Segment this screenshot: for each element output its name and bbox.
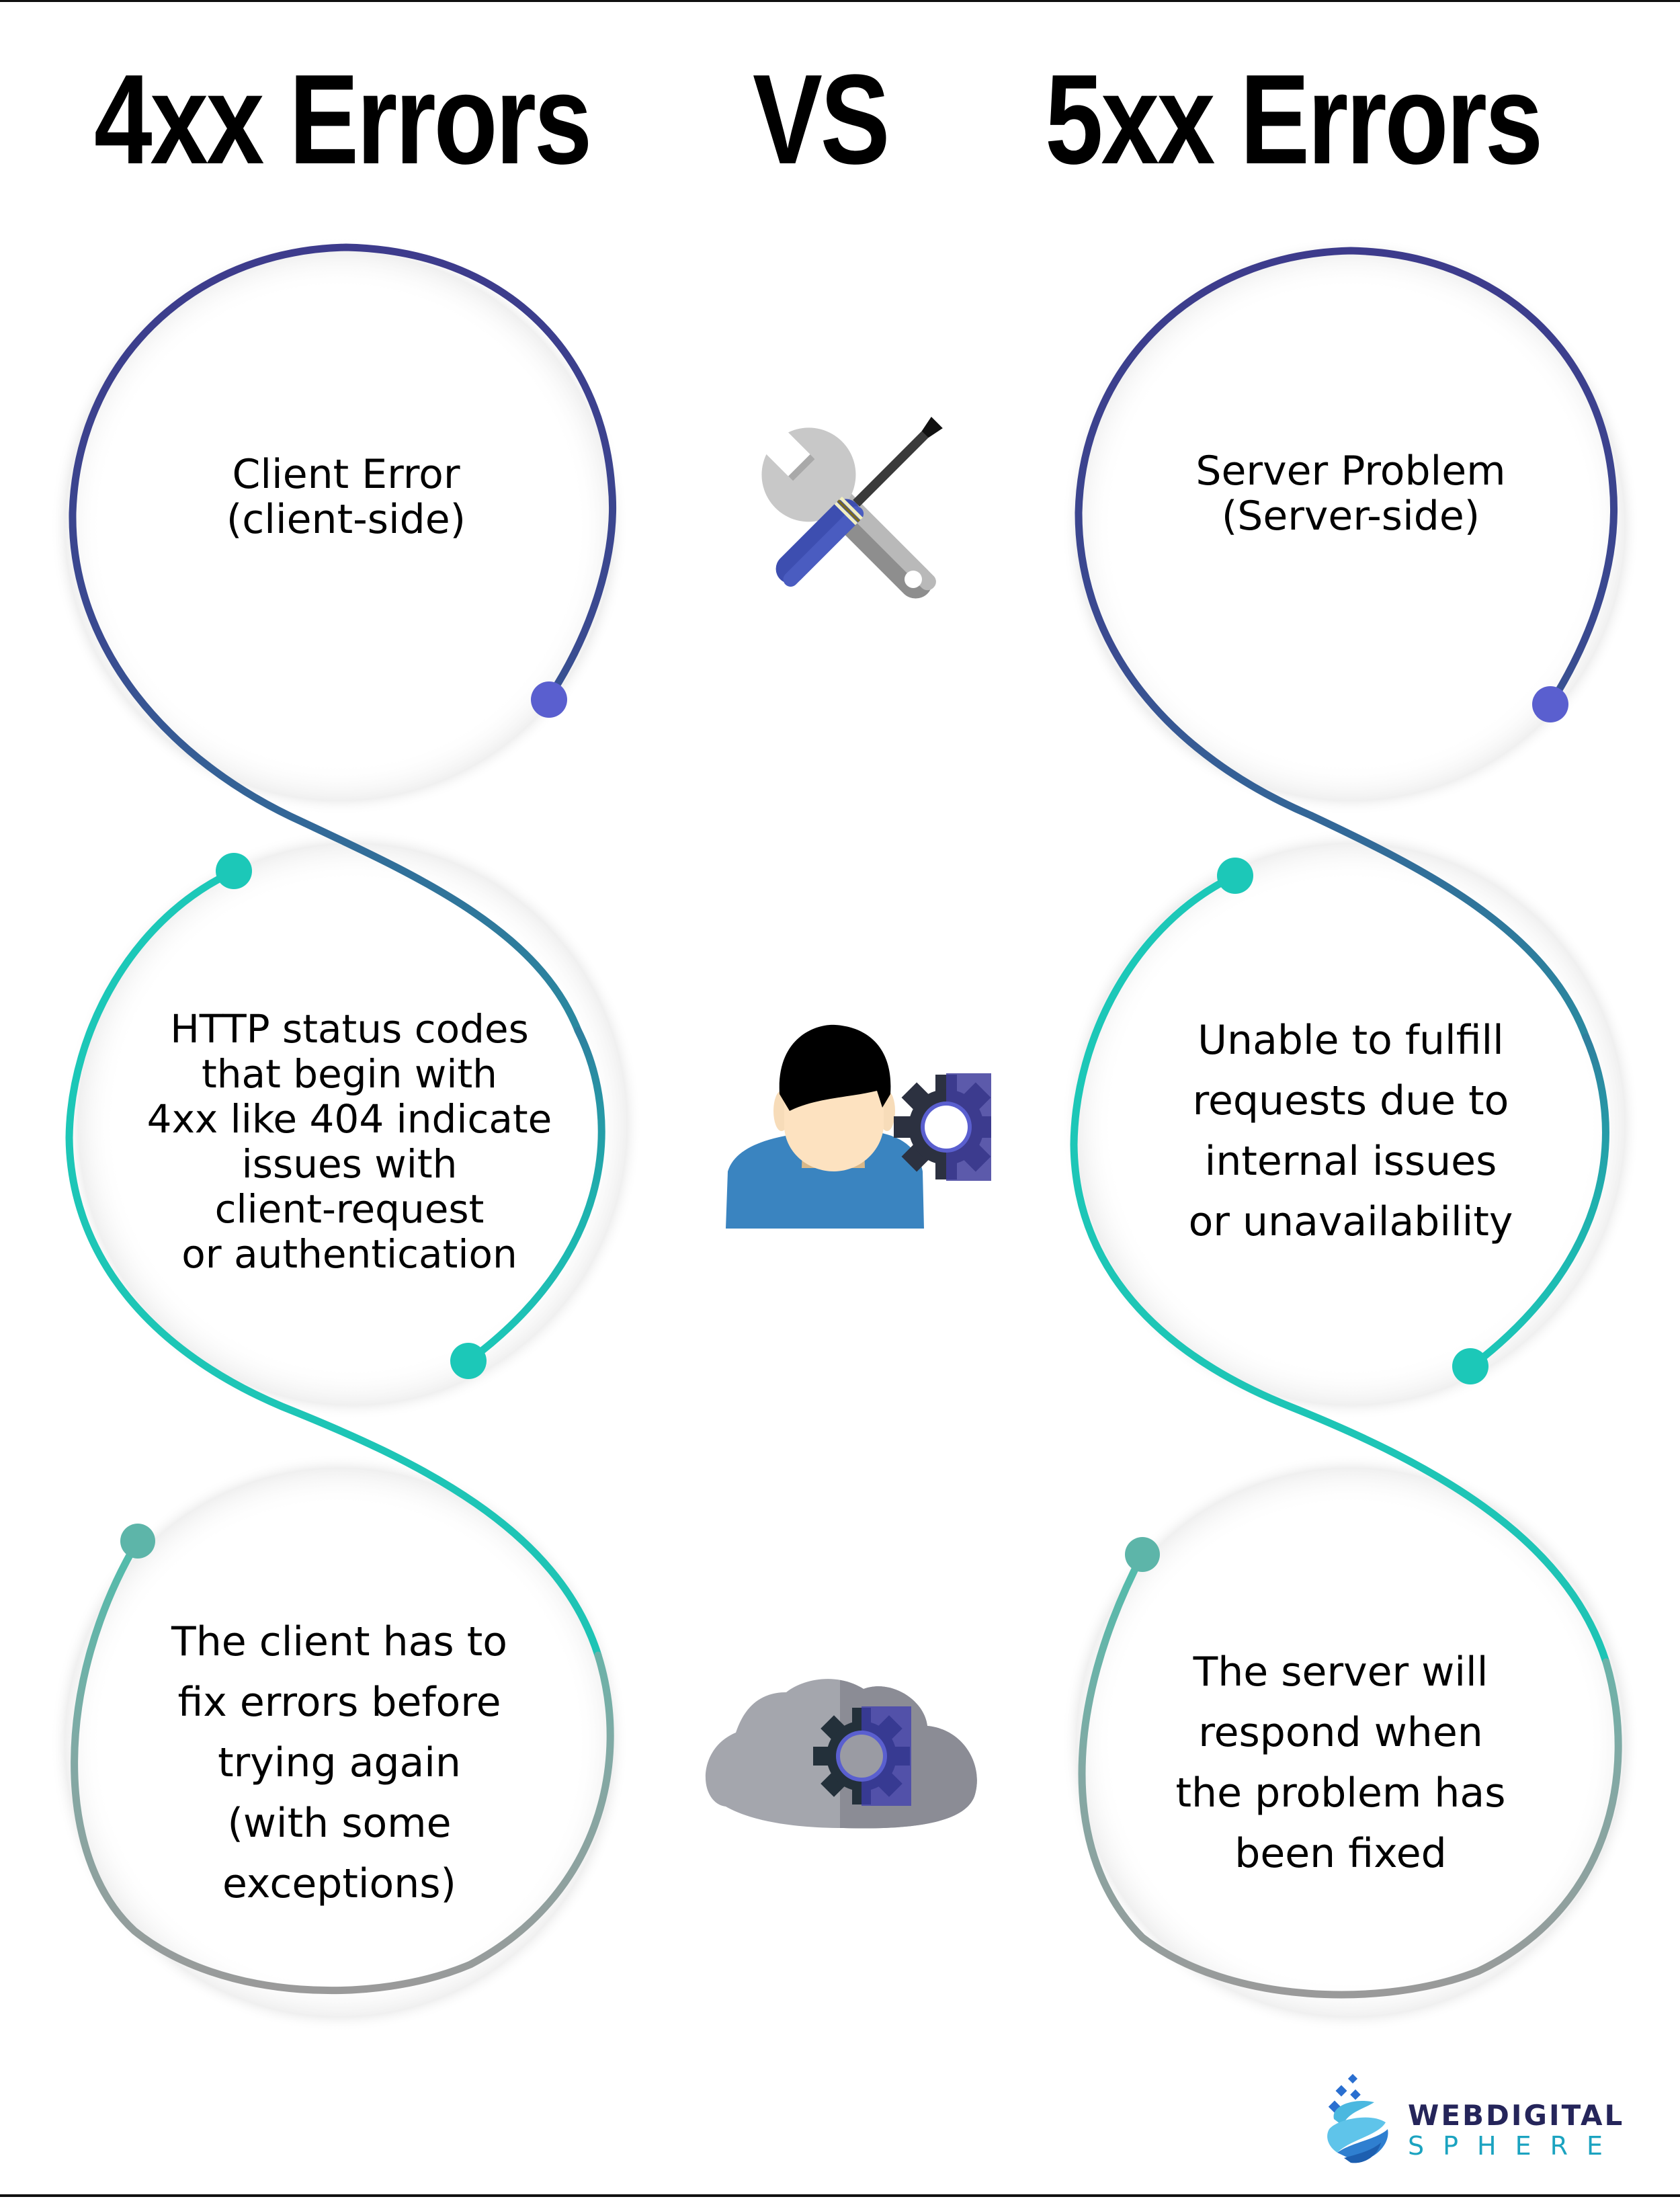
right-top-dot: [1532, 686, 1568, 722]
right-card-1: Server Problem (Server-side): [1195, 448, 1506, 540]
left-middle-loop: [65, 867, 602, 1659]
right-bottom-dot: [1125, 1537, 1160, 1572]
right-bottom-loop: [1078, 1550, 1622, 1999]
left-top-loop: [69, 243, 617, 1034]
right-card-2: Unable to fulfill requests due to intern…: [1188, 1017, 1513, 1245]
right-card-3: The server will respond when the problem…: [1175, 1649, 1506, 1877]
tools-icon: [757, 417, 943, 599]
right-middle-start-dot: [1217, 858, 1253, 894]
right-middle-loop: [1070, 872, 1610, 1666]
left-card-1: Client Error (client-side): [226, 451, 466, 543]
left-title: 4xx Errors: [94, 48, 592, 191]
left-middle-end-dot: [450, 1343, 487, 1379]
left-card-3: The client has to fix errors before tryi…: [171, 1618, 507, 1907]
left-bottom-loop: [71, 1537, 614, 1995]
right-middle-end-dot: [1452, 1348, 1488, 1384]
left-bottom-dot: [120, 1524, 155, 1559]
webdigital-sphere-logo: WEBDIGITAL SPHERE: [1324, 2072, 1633, 2166]
user-settings-icon: [726, 1024, 991, 1229]
left-card-2: HTTP status codes that begin with 4xx li…: [146, 1006, 552, 1277]
logo-text-webdigital: WEBDIGITAL: [1408, 2099, 1625, 2132]
right-top-loop: [1075, 247, 1618, 1041]
sphere-logo-icon: [1327, 2073, 1388, 2163]
cloud-settings-icon: [705, 1679, 977, 1829]
left-top-dot: [531, 681, 567, 718]
right-title: 5xx Errors: [1045, 48, 1543, 191]
logo-text-sphere: SPHERE: [1408, 2131, 1622, 2161]
vs-label: VS: [753, 48, 890, 191]
left-middle-start-dot: [216, 853, 252, 889]
